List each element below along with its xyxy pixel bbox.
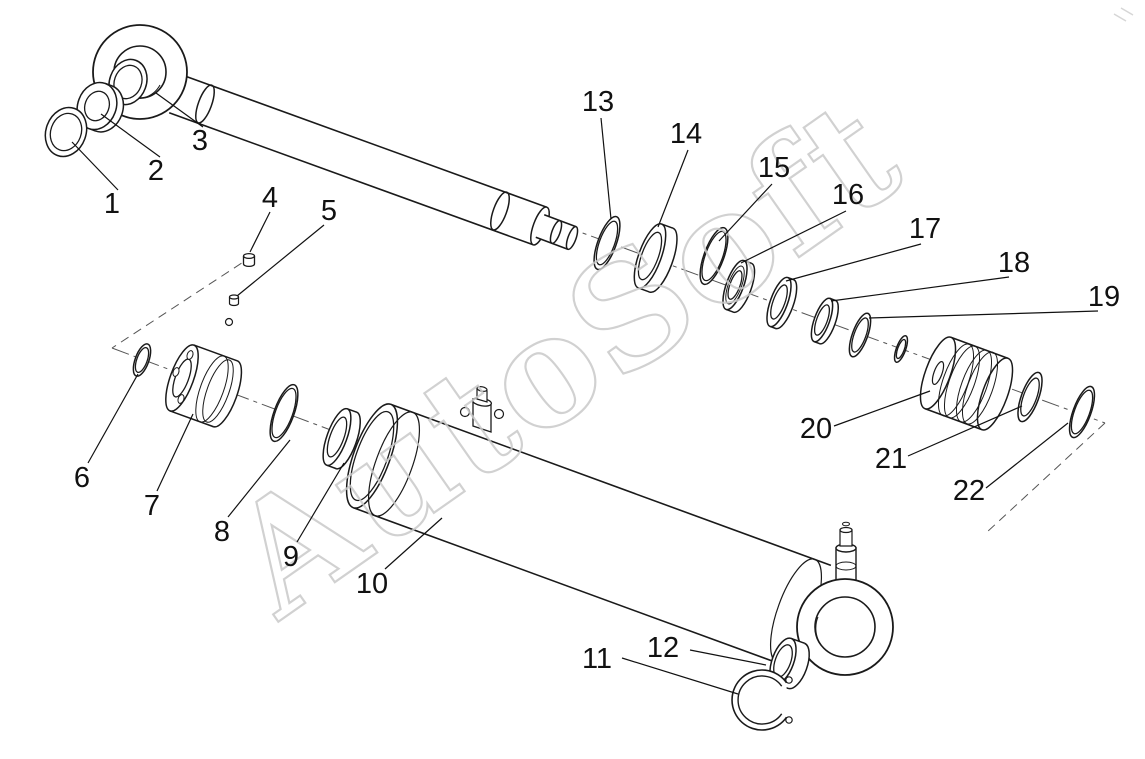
callout-label-7: 7 bbox=[144, 490, 160, 522]
callout-leader-13 bbox=[600, 117, 612, 220]
part-small-ring bbox=[893, 335, 909, 363]
callout-leader-10 bbox=[384, 517, 443, 570]
callout-label-21: 21 bbox=[875, 443, 907, 475]
part-o-ring-17 bbox=[766, 276, 798, 330]
callout-leader-5 bbox=[236, 224, 325, 297]
parts-layer bbox=[44, 24, 1096, 731]
part-ring-22 bbox=[1068, 385, 1096, 439]
callout-leader-2 bbox=[100, 113, 161, 158]
callout-label-11: 11 bbox=[582, 643, 612, 675]
part-cylinder-barrel-10 bbox=[345, 403, 832, 670]
part-seal-16 bbox=[722, 259, 756, 314]
part-retainer-ring-1 bbox=[44, 106, 88, 158]
part-seal-14 bbox=[633, 223, 678, 294]
callout-leader-7 bbox=[156, 413, 194, 492]
callout-leader-9 bbox=[296, 462, 345, 543]
part-snap-ring-19 bbox=[848, 312, 872, 358]
callout-label-14: 14 bbox=[670, 118, 702, 150]
callout-leader-4 bbox=[249, 211, 271, 253]
callout-label-15: 15 bbox=[758, 152, 790, 184]
callout-leader-17 bbox=[785, 243, 922, 282]
part-guide-ring-8 bbox=[269, 383, 299, 443]
callout-label-3: 3 bbox=[192, 125, 208, 157]
callout-leader-21 bbox=[907, 405, 1023, 457]
part-plug-4 bbox=[242, 252, 256, 268]
callout-label-13: 13 bbox=[582, 86, 614, 118]
callout-leader-6 bbox=[87, 373, 139, 464]
part-piston-20 bbox=[919, 336, 1014, 431]
callout-label-19: 19 bbox=[1088, 281, 1120, 313]
callout-leader-22 bbox=[985, 422, 1069, 489]
callout-leader-14 bbox=[657, 149, 689, 228]
callout-leader-19 bbox=[868, 310, 1099, 319]
callout-leader-15 bbox=[718, 183, 773, 242]
part-wiper-ring-15 bbox=[699, 226, 729, 286]
part-port-fitting bbox=[459, 386, 505, 433]
callout-label-9: 9 bbox=[283, 541, 299, 573]
callout-leader-12 bbox=[689, 649, 767, 666]
callout-leader-16 bbox=[740, 210, 847, 264]
part-cylinder-eye bbox=[796, 578, 894, 676]
callout-label-20: 20 bbox=[800, 413, 832, 445]
callout-label-18: 18 bbox=[998, 247, 1030, 279]
part-plug-5 bbox=[224, 294, 240, 327]
callout-label-5: 5 bbox=[321, 195, 337, 227]
callout-leader-11 bbox=[621, 657, 739, 695]
part-ring-6 bbox=[132, 343, 152, 377]
callout-leader-20 bbox=[833, 390, 931, 427]
callout-label-6: 6 bbox=[74, 462, 90, 494]
callout-label-22: 22 bbox=[953, 475, 985, 507]
callout-label-4: 4 bbox=[262, 182, 278, 214]
part-piston-rod bbox=[168, 74, 550, 246]
callout-label-8: 8 bbox=[214, 516, 230, 548]
callout-label-16: 16 bbox=[832, 179, 864, 211]
callout-leader-1 bbox=[71, 141, 119, 191]
part-ring-18 bbox=[810, 297, 840, 345]
callout-label-2: 2 bbox=[148, 155, 164, 187]
callout-label-17: 17 bbox=[909, 213, 941, 245]
part-o-ring-21 bbox=[1017, 371, 1043, 423]
callout-leader-8 bbox=[227, 439, 291, 518]
part-snap-ring-13 bbox=[593, 215, 621, 271]
callout-label-10: 10 bbox=[356, 568, 388, 600]
part-seal-9 bbox=[322, 407, 362, 470]
part-snap-ring-11 bbox=[731, 669, 793, 731]
part-bushing-2 bbox=[76, 81, 125, 133]
corner-watermark bbox=[1113, 7, 1134, 22]
callout-label-1: 1 bbox=[104, 188, 120, 220]
callout-leader-3 bbox=[155, 92, 204, 128]
callout-leader-18 bbox=[830, 276, 1010, 302]
callout-label-12: 12 bbox=[647, 632, 679, 664]
